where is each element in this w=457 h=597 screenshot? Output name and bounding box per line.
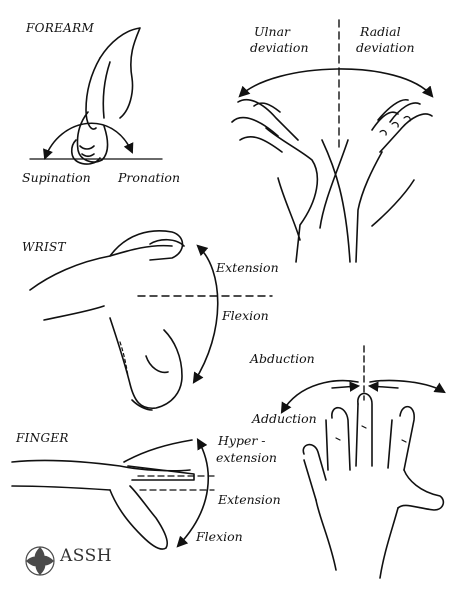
- forearm-title: FOREARM: [26, 21, 95, 35]
- assh-logo-icon: [25, 546, 55, 576]
- forearm-illustration: [29, 27, 163, 165]
- ulnar-label-line1: Ulnar: [254, 24, 291, 39]
- pronation-label: Pronation: [118, 170, 181, 185]
- ulnar-label-line2: deviation: [250, 40, 309, 55]
- spread-illustration: [280, 345, 446, 579]
- adduction-label: Adduction: [252, 411, 317, 426]
- radial-label-line1: Radial: [360, 24, 401, 39]
- finger-extension-label: Extension: [218, 492, 281, 507]
- finger-illustration: [11, 438, 219, 550]
- wrist-illustration: [29, 230, 273, 411]
- hyperextension-label-line2: extension: [216, 450, 277, 465]
- wrist-extension-label: Extension: [216, 260, 279, 275]
- assh-logo-text: ASSH: [60, 546, 113, 566]
- finger-title: FINGER: [16, 431, 69, 445]
- abduction-label: Abduction: [250, 351, 315, 366]
- finger-flexion-label: Flexion: [196, 529, 243, 544]
- supination-label: Supination: [22, 170, 91, 185]
- wrist-title: WRIST: [22, 240, 66, 254]
- wrist-flexion-label: Flexion: [222, 308, 269, 323]
- hyperextension-label-line1: Hyper -: [218, 433, 266, 448]
- radial-label-line2: deviation: [356, 40, 415, 55]
- deviation-illustration: [231, 19, 434, 263]
